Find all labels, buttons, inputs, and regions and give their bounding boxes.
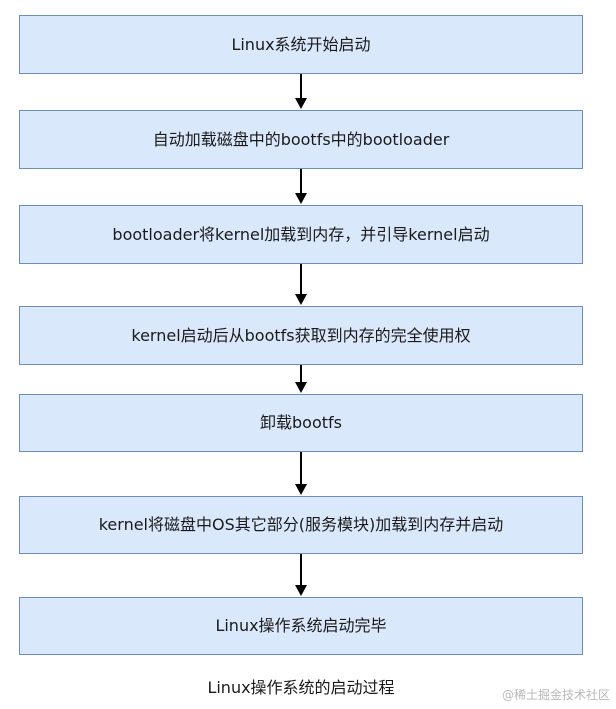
step-box-3: bootloader将kernel加载到内存，并引导kernel启动 xyxy=(19,205,583,264)
step-box-6: kernel将磁盘中OS其它部分(服务模块)加载到内存并启动 xyxy=(19,496,583,554)
arrow-4 xyxy=(295,365,307,393)
step-label: 卸载bootfs xyxy=(260,413,342,432)
arrow-6 xyxy=(295,554,307,596)
diagram-caption: Linux操作系统的启动过程 xyxy=(207,678,395,697)
step-label: kernel启动后从bootfs获取到内存的完全使用权 xyxy=(131,325,471,345)
step-box-7: Linux操作系统启动完毕 xyxy=(19,597,583,655)
step-label: Linux系统开始启动 xyxy=(231,34,371,54)
arrow-1 xyxy=(295,74,307,109)
step-box-2: 自动加载磁盘中的bootfs中的bootloader xyxy=(19,110,583,169)
step-label: 自动加载磁盘中的bootfs中的bootloader xyxy=(152,129,450,149)
step-label: Linux操作系统启动完毕 xyxy=(215,616,387,635)
step-label: kernel将磁盘中OS其它部分(服务模块)加载到内存并启动 xyxy=(98,515,504,534)
arrow-2 xyxy=(295,169,307,204)
arrow-5 xyxy=(295,452,307,495)
step-label: bootloader将kernel加载到内存，并引导kernel启动 xyxy=(112,224,490,244)
step-box-4: kernel启动后从bootfs获取到内存的完全使用权 xyxy=(19,306,583,365)
step-box-1: Linux系统开始启动 xyxy=(19,15,583,74)
watermark: @稀土掘金技术社区 xyxy=(501,688,610,702)
arrow-3 xyxy=(295,264,307,305)
step-box-5: 卸载bootfs xyxy=(19,394,583,452)
